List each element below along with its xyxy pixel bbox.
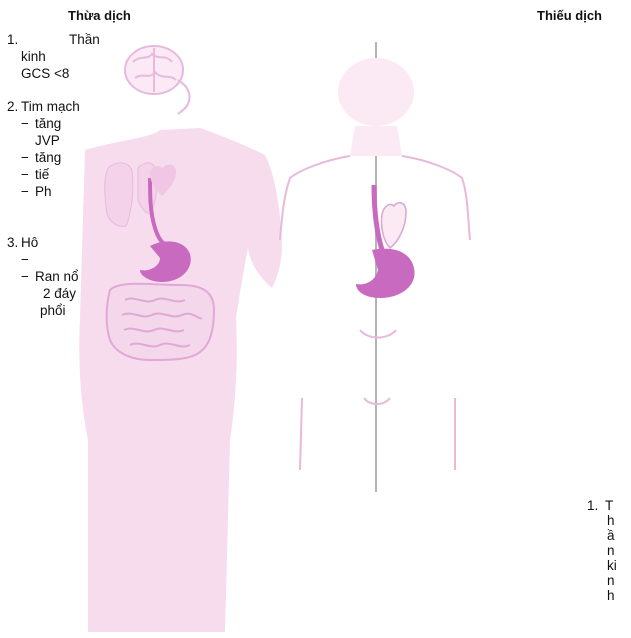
list-text: tăng	[35, 116, 61, 131]
list-number: 2.	[7, 98, 21, 115]
list-dash: −	[21, 166, 35, 183]
vertical-char: ki	[607, 558, 617, 573]
right-item-1: 1. T h ầ n ki n h	[587, 498, 603, 513]
list-dash: −	[21, 115, 35, 132]
list-text: tiế	[35, 167, 49, 182]
left-intestines-icon	[107, 284, 214, 360]
list-text: GCS <8	[7, 66, 69, 81]
vertical-char: h	[607, 513, 617, 528]
vertical-char: ầ	[607, 528, 617, 543]
list-text: Ran nổ	[35, 269, 79, 284]
left-item-2: 2.Tim mạch −tăng JVP −tăng −tiế −Ph	[7, 98, 80, 200]
list-text: kinh	[7, 49, 46, 64]
list-number: 3.	[7, 234, 21, 251]
vertical-char: n	[607, 573, 617, 588]
list-title: Hô	[21, 235, 38, 250]
list-text: 2 đáy	[7, 286, 76, 301]
right-heart-icon	[381, 203, 406, 248]
list-text: Ph	[35, 184, 52, 199]
list-dash: −	[21, 183, 35, 200]
list-title: Tim mạch	[21, 99, 80, 114]
left-brain-icon	[125, 46, 190, 114]
list-dash: −	[21, 149, 35, 166]
right-head	[338, 58, 414, 126]
vertical-char: T	[605, 498, 615, 513]
vertical-char: n	[607, 543, 617, 558]
right-body	[338, 58, 414, 156]
list-number: 1.	[587, 498, 603, 513]
left-item-1: 1. Thần kinh GCS <8	[7, 31, 69, 82]
list-text: tăng	[35, 150, 61, 165]
list-dash: −	[21, 251, 35, 268]
list-dash: −	[21, 268, 35, 285]
list-text: Thần	[69, 31, 100, 48]
right-stomach-icon	[356, 249, 415, 298]
vertical-char: h	[607, 588, 617, 603]
list-text: JVP	[7, 133, 60, 148]
left-item-3: 3.Hô − −Ran nổ 2 đáy phổi	[7, 234, 79, 319]
list-number: 1.	[7, 31, 21, 48]
list-text: phổi	[7, 303, 66, 318]
